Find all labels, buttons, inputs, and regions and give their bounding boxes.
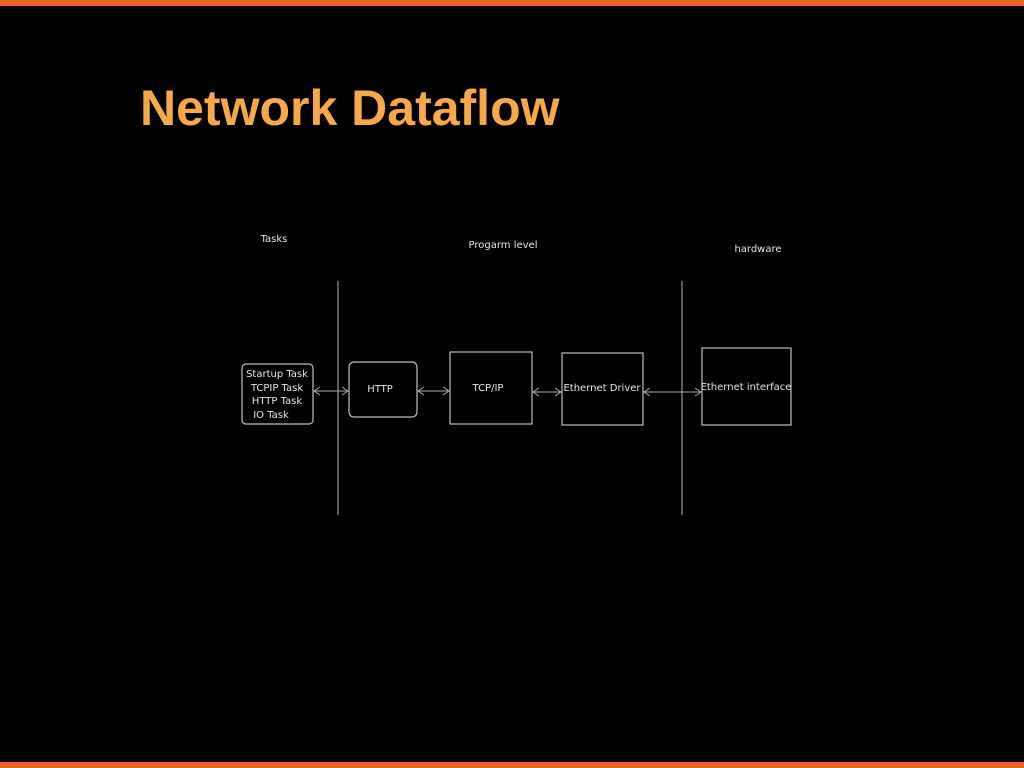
node-tcpip-label: TCP/IP xyxy=(472,383,504,394)
node-ethernet-driver-label: Ethernet Driver xyxy=(563,383,641,394)
task-line: TCPIP Task xyxy=(250,383,303,394)
task-line: Startup Task xyxy=(246,369,308,380)
top-accent-bar xyxy=(0,0,1024,6)
node-http-label: HTTP xyxy=(367,384,393,395)
bottom-accent-bar xyxy=(0,762,1024,768)
column-label-hardware: hardware xyxy=(734,244,781,255)
connector-ethernet-driver-interface xyxy=(643,387,702,397)
task-line: HTTP Task xyxy=(252,396,303,407)
node-tcpip: TCP/IP xyxy=(449,351,533,425)
tasks-box: Startup Task TCPIP Task HTTP Task IO Tas… xyxy=(241,363,314,425)
column-label-tasks: Tasks xyxy=(260,234,288,245)
task-line: IO Task xyxy=(253,410,289,421)
node-ethernet-driver: Ethernet Driver xyxy=(561,352,644,426)
connector-tcpip-ethernet-driver xyxy=(532,387,562,397)
node-ethernet-interface-label: Ethernet interface xyxy=(701,382,792,393)
connector-http-tcpip xyxy=(417,386,450,396)
slide-title: Network Dataflow xyxy=(140,80,560,136)
node-ethernet-interface: Ethernet interface xyxy=(701,347,792,426)
node-http: HTTP xyxy=(348,361,418,418)
column-label-program-level: Progarm level xyxy=(469,240,538,251)
connector-tasks-http xyxy=(313,386,349,396)
